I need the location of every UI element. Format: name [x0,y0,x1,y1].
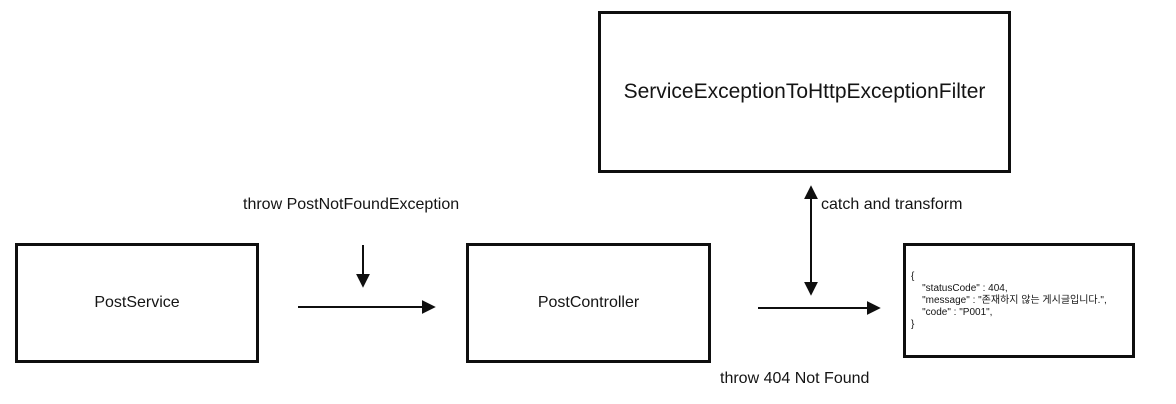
node-post-controller-label: PostController [537,294,640,311]
error-response-json-text: { "statusCode" : 404, "message" : "존재하지 … [911,270,1107,330]
node-service-exception-filter-label: ServiceExceptionToHttpExceptionFilter [623,80,986,103]
edge-label-throw-post-not-found-exception: throw PostNotFoundException [243,196,460,213]
node-post-service: PostService [15,243,259,363]
node-post-controller: PostController [466,243,711,363]
node-post-service-label: PostService [94,294,180,311]
node-service-exception-filter: ServiceExceptionToHttpExceptionFilter [598,11,1011,173]
node-error-response-json: { "statusCode" : 404, "message" : "존재하지 … [903,243,1135,358]
edge-label-throw-404-not-found: throw 404 Not Found [720,370,870,387]
edge-label-catch-and-transform: catch and transform [821,196,963,213]
